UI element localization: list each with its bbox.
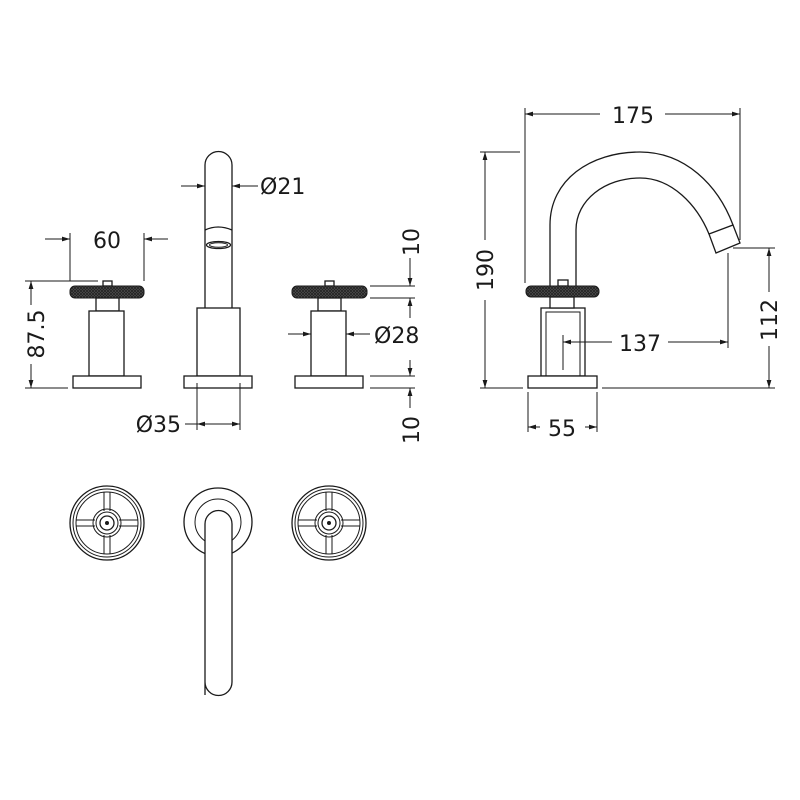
dim-label-60: 60 [93, 229, 121, 254]
dim-label-137: 137 [619, 332, 661, 357]
dimension-10-bottom: 10 [370, 360, 425, 444]
dimension-175: 175 [524, 104, 741, 283]
dimension-60: 60 [45, 229, 168, 281]
right-handle-front-view [291, 280, 368, 389]
dim-label-190: 190 [474, 249, 499, 291]
dim-label-10-bottom: 10 [400, 416, 425, 444]
spout-top-view [183, 487, 253, 697]
dim-label-55: 55 [548, 417, 576, 442]
dimension-d35: Ø35 [136, 383, 241, 438]
dimension-112: 112 [602, 247, 783, 389]
dimension-10-top: 10 [370, 228, 425, 318]
left-handle-front-view [69, 280, 145, 389]
dim-label-d35: Ø35 [136, 413, 181, 438]
dimension-d21: Ø21 [181, 175, 305, 200]
dim-label-175: 175 [612, 104, 654, 129]
left-handle-top-view [69, 485, 145, 561]
spout-front-view [183, 150, 253, 389]
right-handle-top-view [291, 485, 367, 561]
dimension-d28: Ø28 [288, 324, 419, 349]
dimension-87-5: 87.5 [25, 280, 98, 389]
dim-label-d28: Ø28 [374, 324, 419, 349]
dimension-137: 137 [562, 253, 729, 370]
dim-label-10-top: 10 [400, 228, 425, 256]
dim-label-112: 112 [758, 299, 783, 341]
dimension-55: 55 [527, 392, 598, 442]
dim-label-87-5: 87.5 [25, 310, 50, 359]
dim-label-d21: Ø21 [260, 175, 305, 200]
dimension-190: 190 [474, 151, 523, 389]
